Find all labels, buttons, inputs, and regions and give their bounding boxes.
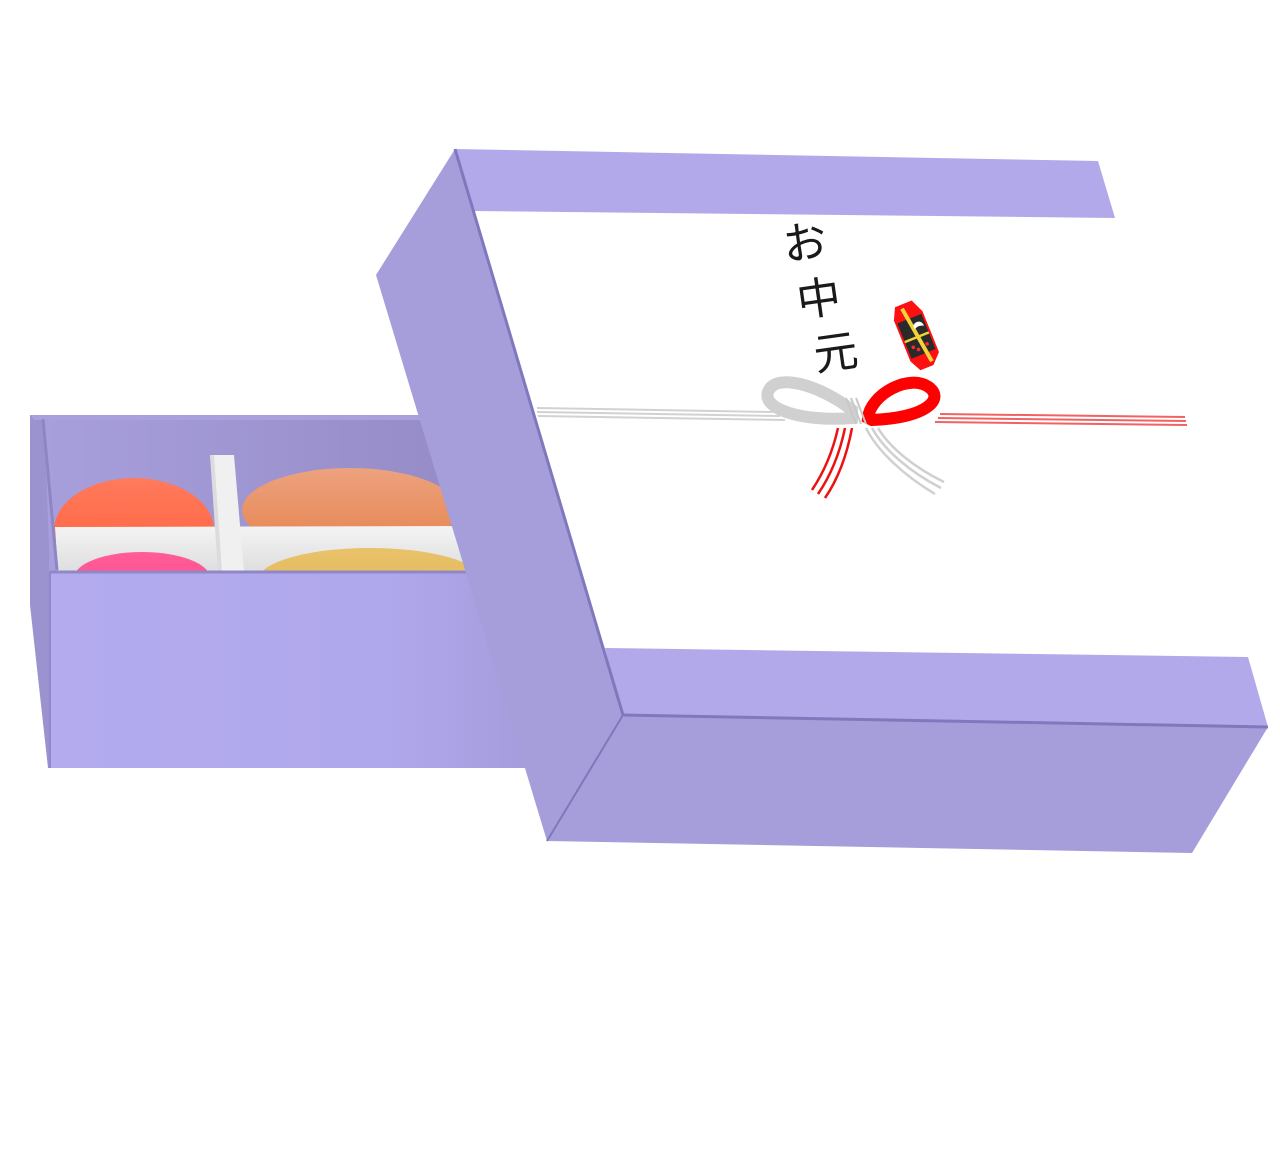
noshi-text-gen: 元: [810, 325, 862, 382]
lid-edge-left: [453, 148, 625, 716]
box-front: [50, 572, 530, 768]
lid-band-top: [455, 149, 1115, 218]
lid-paper: [470, 210, 1255, 725]
sweet-bottom-left: [74, 552, 210, 572]
noshi-text-o: お: [779, 215, 831, 272]
divider-vertical-shade: [210, 455, 222, 572]
lid: [376, 148, 1269, 853]
noshi-text-chu: 中: [793, 271, 845, 328]
mizuhiki-red-loop: [861, 376, 941, 427]
lid-band-bottom: [605, 648, 1268, 727]
box-left-side: [30, 415, 50, 768]
box-rim-back: [30, 415, 470, 420]
lid-edge-corner: [546, 714, 624, 842]
mizuhiki-silver-loop: [761, 376, 858, 425]
box-body: [30, 415, 530, 768]
mizuhiki-cord: [536, 376, 1188, 499]
sweet-bottom-right: [258, 548, 470, 572]
noshi-ornament: [893, 300, 939, 371]
lid-left-side: [376, 149, 623, 841]
box-inner-edge: [41, 418, 59, 571]
lid-front-side: [547, 715, 1268, 853]
lid-edge-front: [622, 713, 1269, 729]
